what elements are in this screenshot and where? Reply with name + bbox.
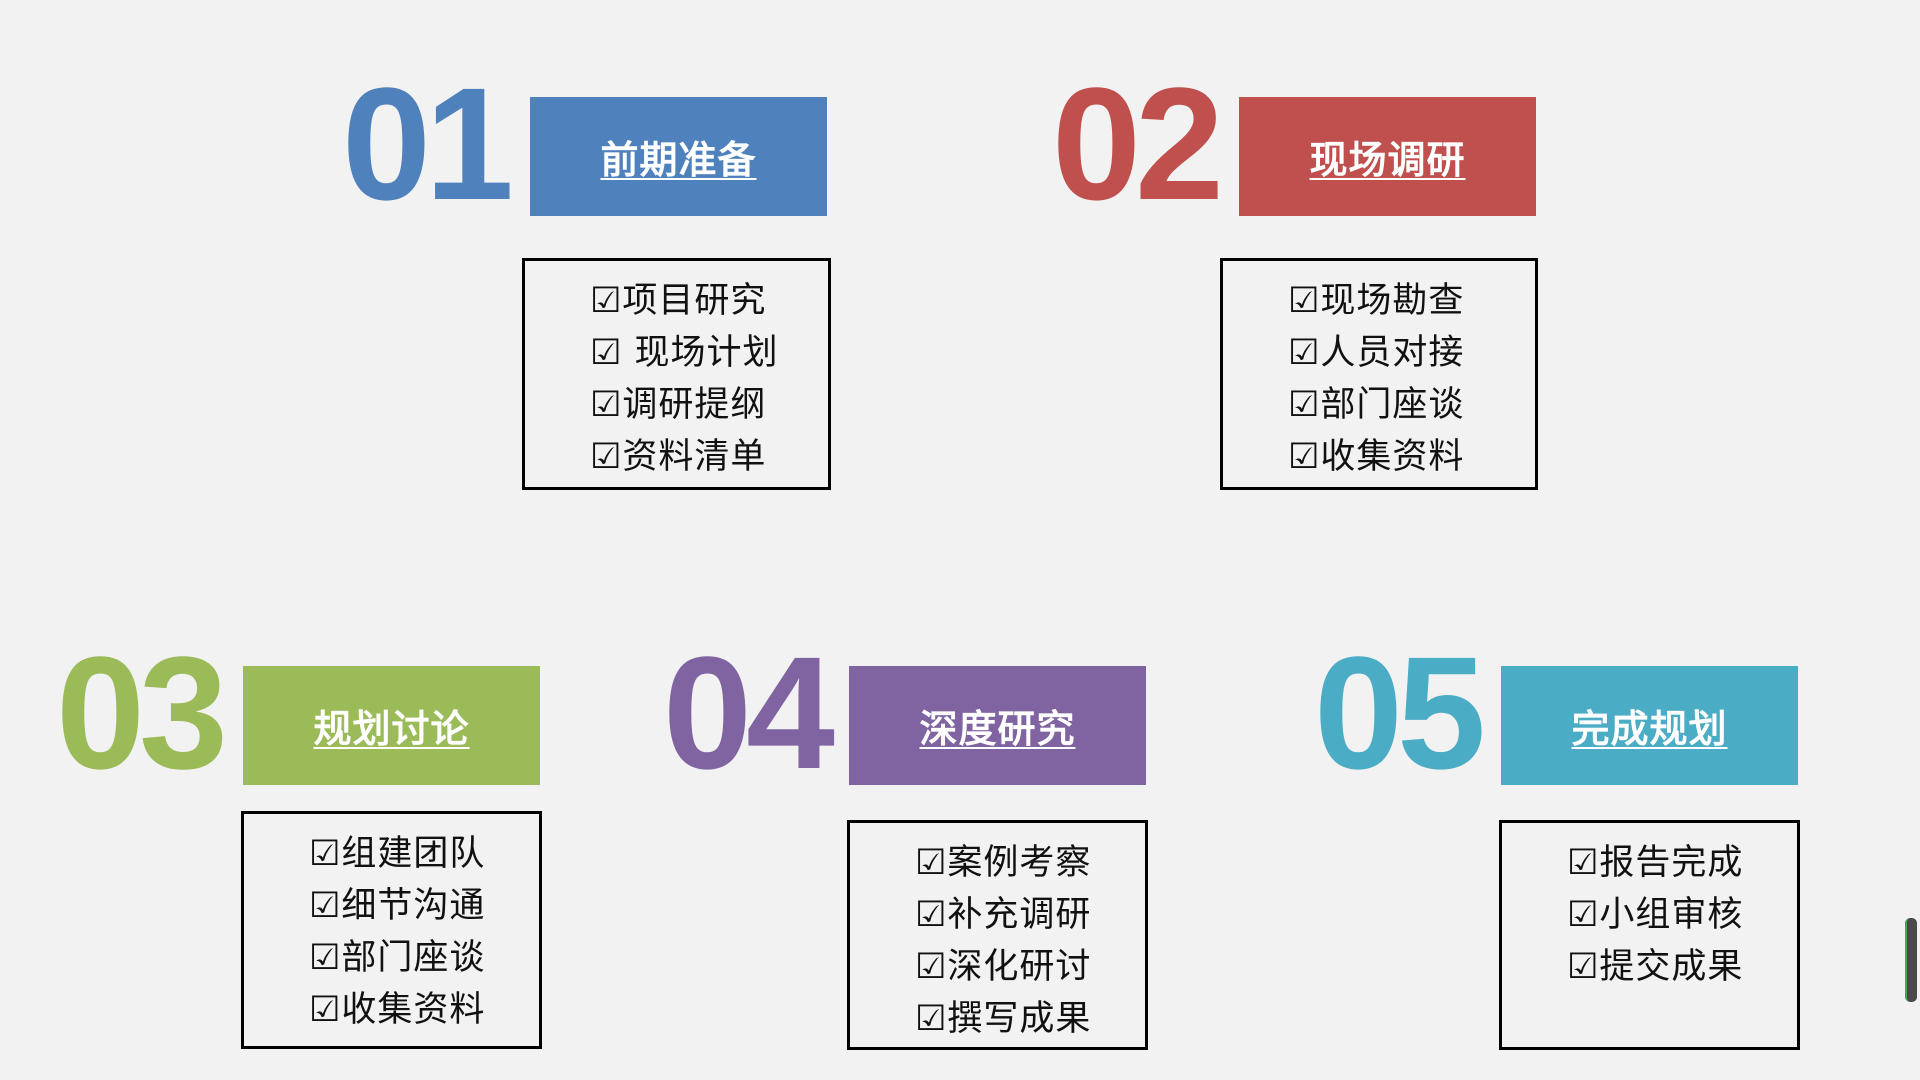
list-item: ☑案例考察 [915,843,1092,883]
step-title-box: 规划讨论 [243,666,540,785]
step-number: 03 [56,623,228,802]
list-item: ☑部门座谈 [1288,385,1465,425]
list-item: ☑资料清单 [590,437,767,477]
list-item: ☑部门座谈 [309,938,486,978]
list-item: ☑组建团队 [309,834,486,874]
list-item: ☑调研提纲 [590,385,767,425]
step-title: 规划讨论 [313,707,470,751]
list-item: ☑收集资料 [309,990,486,1030]
list-item: ☑补充调研 [915,895,1092,935]
list-item: ☑现场勘查 [1288,281,1465,321]
step-title-box: 现场调研 [1239,97,1536,216]
step-task-list: ☑案例考察 ☑补充调研 ☑深化研讨 ☑撰写成果 [847,820,1148,1050]
step-title-box: 完成规划 [1501,666,1798,785]
step-task-list: ☑项目研究 ☑ 现场计划 ☑调研提纲 ☑资料清单 [522,258,831,490]
list-item: ☑报告完成 [1567,843,1744,883]
step-task-list: ☑现场勘查 ☑人员对接 ☑部门座谈 ☑收集资料 [1220,258,1538,490]
list-item: ☑提交成果 [1567,947,1744,987]
step-number: 02 [1052,54,1224,233]
step-title: 前期准备 [600,138,757,182]
list-item: ☑细节沟通 [309,886,486,926]
step-title: 现场调研 [1309,138,1466,182]
step-number: 04 [663,623,835,802]
list-item: ☑收集资料 [1288,437,1465,477]
list-item: ☑人员对接 [1288,333,1465,373]
list-item: ☑撰写成果 [915,999,1092,1039]
list-item: ☑项目研究 [590,281,767,321]
list-item: ☑ 现场计划 [590,333,779,373]
step-title-box: 深度研究 [849,666,1146,785]
step-title-box: 前期准备 [530,97,827,216]
step-number: 05 [1314,623,1486,802]
list-item: ☑深化研讨 [915,947,1092,987]
step-number: 01 [342,54,514,233]
step-task-list: ☑组建团队 ☑细节沟通 ☑部门座谈 ☑收集资料 [241,811,542,1049]
list-item: ☑小组审核 [1567,895,1744,935]
step-title: 深度研究 [919,707,1076,751]
step-task-list: ☑报告完成 ☑小组审核 ☑提交成果 [1499,820,1800,1050]
scrollbar-thumb[interactable] [1905,918,1917,1002]
step-title: 完成规划 [1571,707,1728,751]
